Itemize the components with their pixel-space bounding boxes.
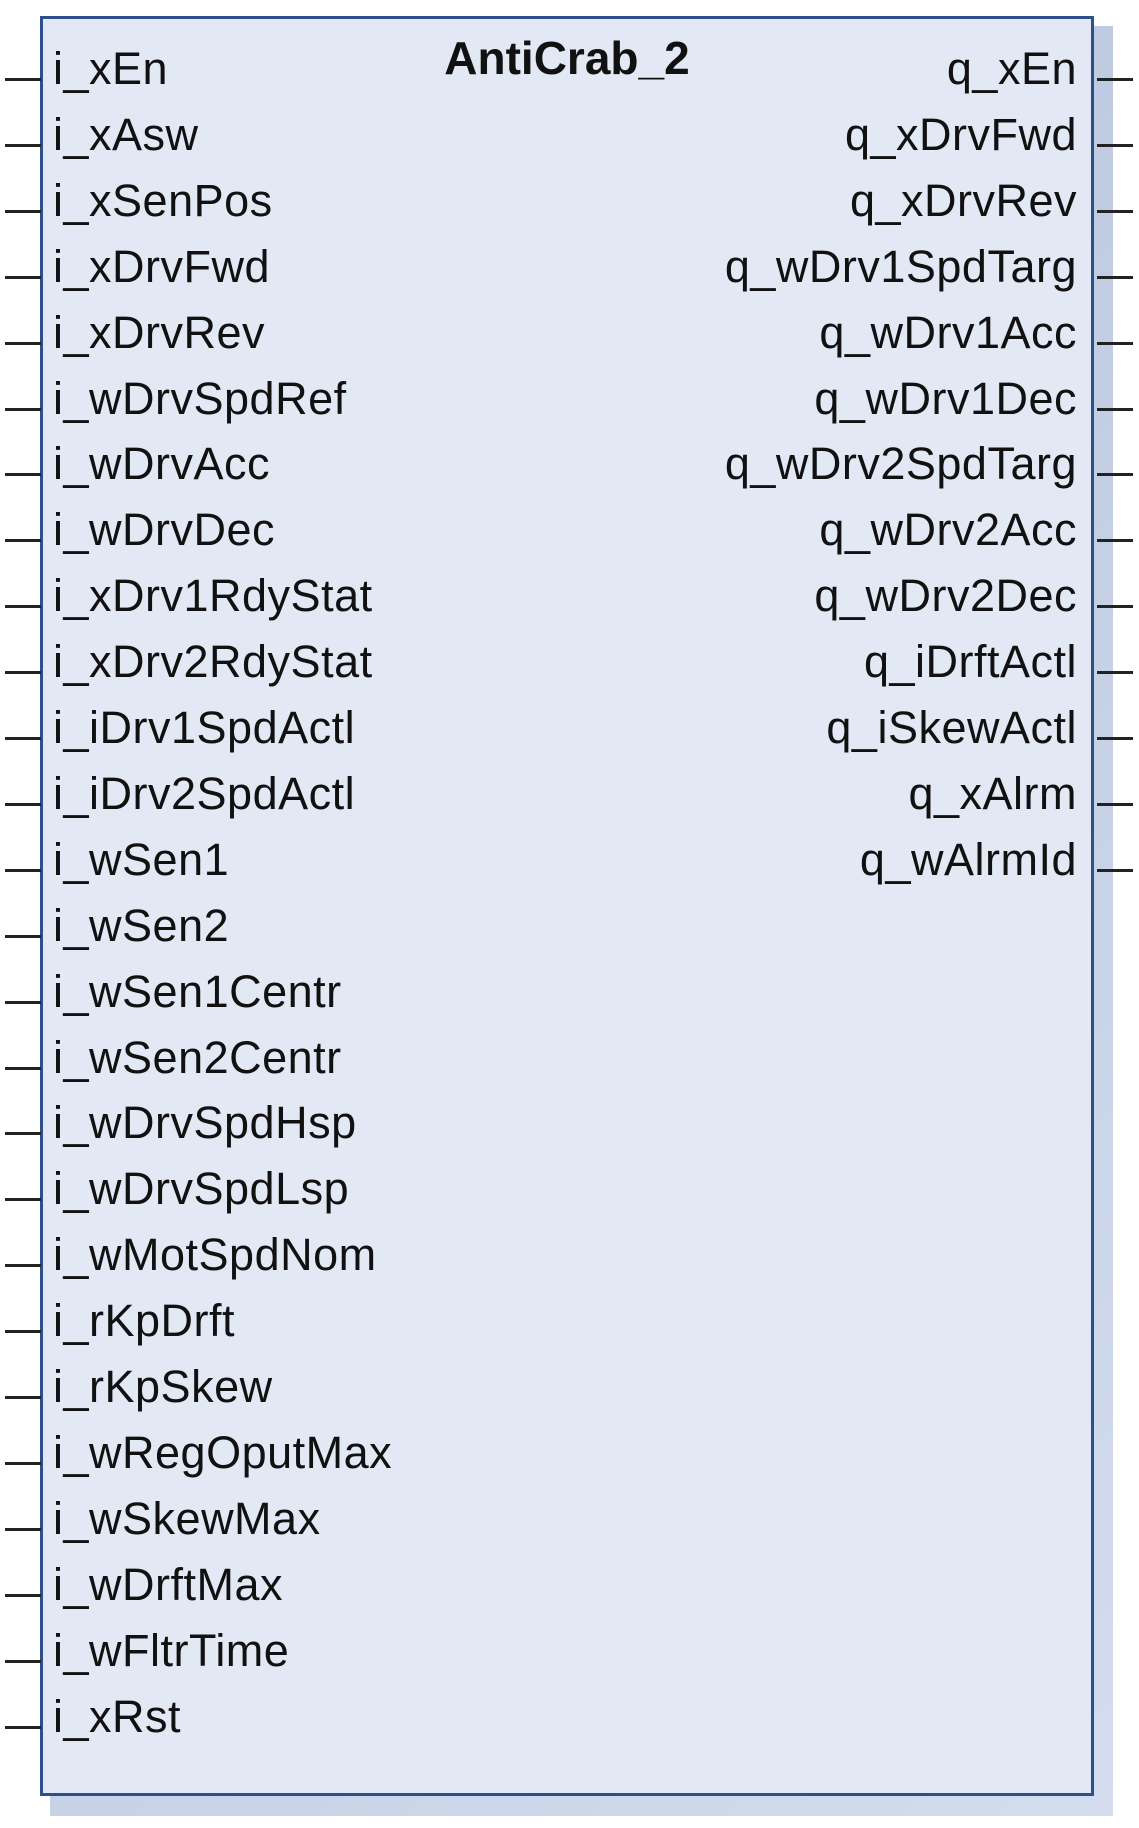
input-pin-i-wdrvacc[interactable]: i_wDrvAcc	[53, 438, 271, 490]
input-connector-line[interactable]	[5, 1000, 41, 1004]
input-pin-i-idrv2spdactl[interactable]: i_iDrv2SpdActl	[53, 767, 356, 819]
output-connector-line[interactable]	[1097, 539, 1133, 543]
input-pin-i-wsen1[interactable]: i_wSen1	[53, 833, 230, 885]
output-pin-q-wdrv2spdtarg[interactable]: q_wDrv2SpdTarg	[724, 438, 1077, 490]
input-pin-i-wdrftmax[interactable]: i_wDrftMax	[53, 1558, 284, 1610]
output-pin-q-xen[interactable]: q_xEn	[946, 43, 1077, 94]
output-pin-q-wdrv1dec[interactable]: q_wDrv1Dec	[814, 372, 1077, 424]
input-pin-i-rkpskew[interactable]: i_rKpSkew	[53, 1361, 273, 1412]
output-pin-q-wdrv1spdtarg[interactable]: q_wDrv1SpdTarg	[724, 240, 1077, 292]
input-connector-line[interactable]	[5, 143, 41, 147]
input-connector-line[interactable]	[5, 1396, 41, 1399]
output-pin-q-iskewactl[interactable]: q_iSkewActl	[826, 702, 1077, 753]
input-connector-line[interactable]	[5, 671, 41, 675]
input-pin-i-wdrvspdref[interactable]: i_wDrvSpdRef	[53, 372, 347, 424]
input-connector-line[interactable]	[5, 407, 41, 411]
input-pin-i-xdrvfwd[interactable]: i_xDrvFwd	[53, 240, 271, 292]
input-connector-line[interactable]	[5, 605, 41, 609]
input-connector-line[interactable]	[5, 1725, 41, 1729]
input-pin-i-xsenpos[interactable]: i_xSenPos	[53, 174, 273, 226]
output-connector-line[interactable]	[1097, 868, 1133, 872]
input-pin-i-xdrv1rdystat[interactable]: i_xDrv1RdyStat	[53, 570, 373, 622]
input-pin-i-wsen2[interactable]: i_wSen2	[53, 899, 230, 951]
input-pin-i-wdrvdec[interactable]: i_wDrvDec	[53, 504, 276, 556]
input-pin-i-wdrvspdhsp[interactable]: i_wDrvSpdHsp	[53, 1097, 357, 1149]
output-connector-line[interactable]	[1097, 143, 1133, 147]
input-connector-line[interactable]	[5, 1264, 41, 1268]
input-connector-line[interactable]	[5, 473, 41, 477]
function-block-anticrab[interactable]: AntiCrab_2 i_xEn i_xAsw i_xSenPos i_xDrvFwd…	[40, 16, 1094, 1796]
output-pin-q-wdrv2dec[interactable]: q_wDrv2Dec	[814, 570, 1077, 622]
output-pin-q-idrftactl[interactable]: q_iDrftActl	[863, 636, 1077, 688]
input-connector-line[interactable]	[5, 275, 41, 279]
input-connector-line[interactable]	[5, 1527, 41, 1531]
output-connector-line[interactable]	[1097, 802, 1133, 806]
output-connector-line[interactable]	[1097, 605, 1133, 609]
input-pin-i-idrv1spdactl[interactable]: i_iDrv1SpdActl	[53, 702, 356, 753]
input-connector-line[interactable]	[5, 934, 41, 938]
input-connector-line[interactable]	[5, 1593, 41, 1597]
input-connector-line[interactable]	[5, 868, 41, 872]
output-connector-line[interactable]	[1097, 671, 1133, 675]
output-pin-q-xdrvfwd[interactable]: q_xDrvFwd	[844, 108, 1077, 160]
output-connector-line[interactable]	[1097, 275, 1133, 279]
input-connector-line[interactable]	[5, 1198, 41, 1202]
input-pin-i-wdrvspdlsp[interactable]: i_wDrvSpdLsp	[53, 1163, 350, 1215]
output-pin-q-wdrv2acc[interactable]: q_wDrv2Acc	[819, 504, 1077, 556]
input-connector-line[interactable]	[5, 737, 41, 740]
output-connector-line[interactable]	[1097, 341, 1133, 345]
input-pin-i-xrst[interactable]: i_xRst	[53, 1690, 182, 1742]
input-pin-i-xdrvrev[interactable]: i_xDrvRev	[53, 306, 266, 358]
input-pin-i-wmotspdnom[interactable]: i_wMotSpdNom	[53, 1229, 377, 1281]
input-connector-line[interactable]	[5, 1659, 41, 1663]
output-connector-line[interactable]	[1097, 407, 1133, 411]
input-connector-line[interactable]	[5, 209, 41, 213]
input-connector-line[interactable]	[5, 1461, 41, 1465]
input-pin-i-xen[interactable]: i_xEn	[53, 43, 169, 94]
output-pin-q-walrmid[interactable]: q_wAlrmId	[859, 833, 1077, 885]
output-pin-q-xalrm[interactable]: q_xAlrm	[908, 767, 1077, 819]
input-connector-line[interactable]	[5, 1330, 41, 1334]
input-connector-line[interactable]	[5, 78, 41, 81]
input-connector-line[interactable]	[5, 1132, 41, 1136]
output-connector-line[interactable]	[1097, 473, 1133, 477]
input-pin-i-wskewmax[interactable]: i_wSkewMax	[53, 1492, 321, 1544]
output-pin-q-wdrv1acc[interactable]: q_wDrv1Acc	[819, 306, 1077, 358]
output-connector-line[interactable]	[1097, 737, 1133, 740]
input-pin-i-wfltrtime[interactable]: i_wFltrTime	[53, 1624, 290, 1676]
output-connector-line[interactable]	[1097, 78, 1133, 81]
input-connector-line[interactable]	[5, 1066, 41, 1070]
input-pin-i-wregoputmax[interactable]: i_wRegOputMax	[53, 1426, 393, 1478]
input-pin-i-wsen2centr[interactable]: i_wSen2Centr	[53, 1031, 342, 1083]
input-pin-i-xasw[interactable]: i_xAsw	[53, 108, 199, 160]
output-pin-q-xdrvrev[interactable]: q_xDrvRev	[849, 174, 1077, 226]
output-connector-line[interactable]	[1097, 209, 1133, 213]
input-connector-line[interactable]	[5, 539, 41, 543]
input-connector-line[interactable]	[5, 802, 41, 806]
input-pin-i-wsen1centr[interactable]: i_wSen1Centr	[53, 965, 342, 1017]
input-pin-i-rkpdrft[interactable]: i_rKpDrft	[53, 1295, 236, 1347]
block-title: AntiCrab_2	[444, 32, 690, 84]
input-connector-line[interactable]	[5, 341, 41, 345]
input-pin-i-xdrv2rdystat[interactable]: i_xDrv2RdyStat	[53, 636, 373, 688]
